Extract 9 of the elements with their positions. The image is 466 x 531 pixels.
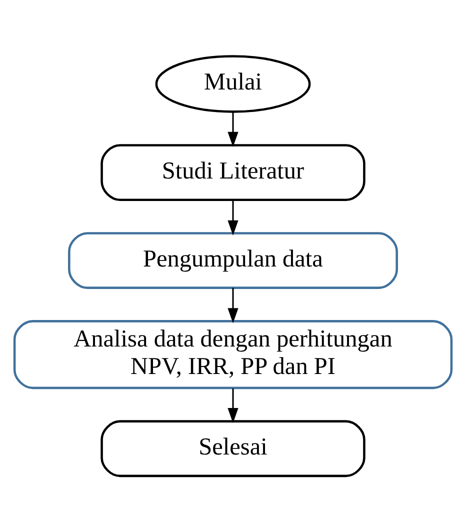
node-box: Analisa data dengan perhitungan NPV, IRR, PP dan PI xyxy=(13,320,453,389)
node-ellipse: Mulai xyxy=(155,54,311,112)
arrow xyxy=(228,200,238,235)
node-box: Pengumpulan data xyxy=(68,232,398,288)
node-box: Studi Literatur xyxy=(100,144,366,200)
arrow xyxy=(228,112,238,147)
arrow xyxy=(228,388,238,423)
node-box: Selesai xyxy=(100,420,366,477)
arrow xyxy=(228,287,238,323)
